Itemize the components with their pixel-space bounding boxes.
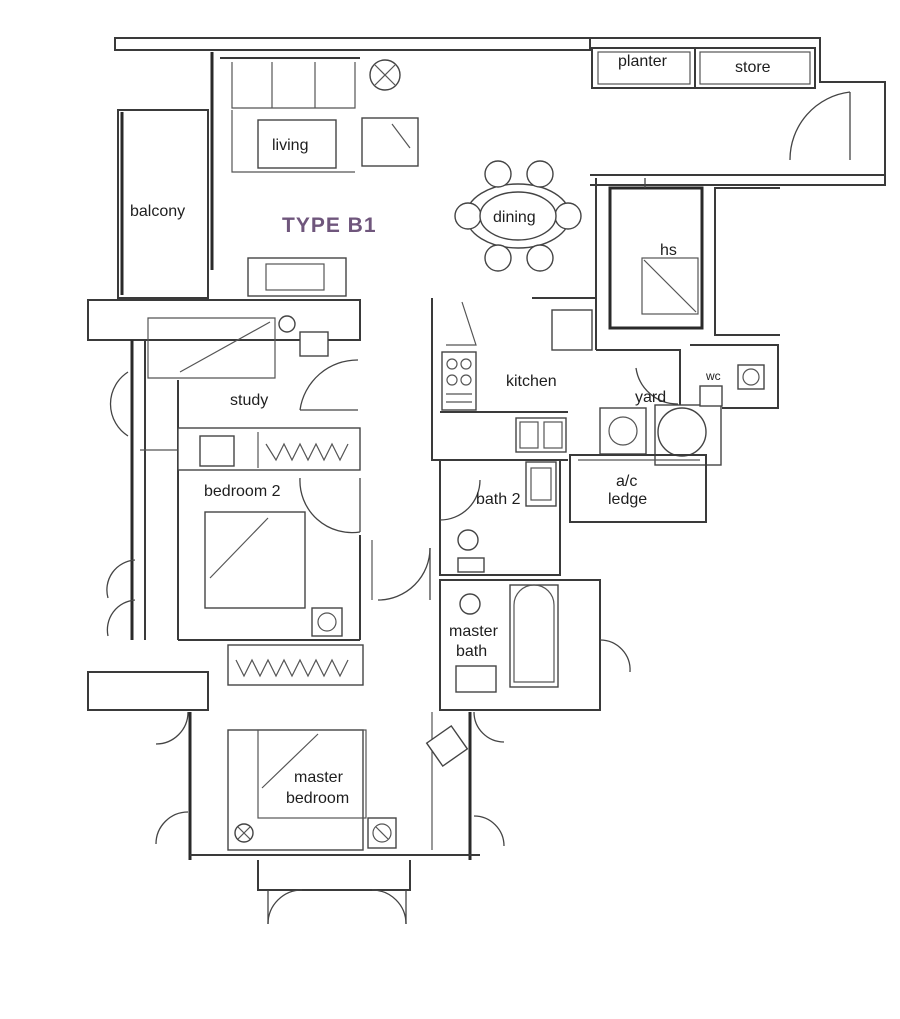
label-master-bath-line1: master	[449, 623, 499, 640]
tv-console	[247, 257, 347, 297]
study-window-door[interactable]	[109, 371, 129, 437]
master-chair	[425, 724, 469, 768]
bedroom2-wardrobe	[177, 427, 361, 471]
label-dining: dining	[493, 209, 536, 226]
label-planter: planter	[618, 53, 668, 70]
planter-area	[597, 51, 691, 85]
label-living: living	[272, 137, 308, 154]
label-hs: hs	[660, 242, 677, 259]
label-study: study	[230, 392, 268, 409]
left-exterior-wall	[130, 340, 179, 640]
living-area-walls	[210, 52, 360, 270]
living-armchair	[361, 117, 419, 167]
label-balcony: balcony	[130, 203, 185, 220]
bedroom2-walls	[178, 535, 373, 641]
master-bedroom-walls	[87, 671, 480, 891]
bedroom2-window-door[interactable]	[106, 559, 136, 637]
study-walls	[87, 299, 361, 379]
store-area	[699, 51, 811, 85]
wc-room	[690, 344, 779, 409]
bath2-room	[439, 460, 561, 576]
master-bedroom-doors[interactable]	[155, 711, 505, 925]
bedroom2-door[interactable]	[299, 477, 361, 534]
living-plant-icon	[369, 59, 401, 91]
master-wardrobe	[227, 644, 364, 686]
kitchen-walls	[431, 297, 597, 461]
label-yard: yard	[635, 389, 666, 406]
label-master-bath-line2: bath	[456, 643, 487, 660]
master-side-lamp-right-icon	[367, 817, 397, 849]
ac-ledge	[569, 454, 707, 523]
label-bath-2: bath 2	[476, 491, 521, 508]
label-master-bedroom-line2: bedroom	[286, 790, 349, 807]
balcony-area	[117, 109, 209, 299]
corridor-door[interactable]	[377, 547, 431, 601]
top-corridor-walls	[114, 37, 886, 186]
label-bedroom-2: bedroom 2	[204, 483, 281, 500]
plan-title: TYPE B1	[282, 214, 377, 237]
hs-shelter	[595, 178, 780, 350]
dining-set	[454, 160, 582, 272]
kitchen-stove-icon	[441, 351, 477, 411]
label-ac-ledge-line2: ledge	[608, 491, 647, 508]
label-wc: wc	[705, 369, 721, 383]
study-door[interactable]	[299, 359, 359, 411]
master-bath-room	[439, 579, 631, 711]
yard-area	[596, 349, 722, 466]
label-kitchen: kitchen	[506, 373, 557, 390]
entrance-door[interactable]	[789, 91, 851, 161]
master-side-lamp-left-icon	[234, 823, 254, 843]
living-sofa	[257, 119, 337, 169]
label-store: store	[735, 59, 771, 76]
bedroom2-side-table-icon	[311, 607, 343, 637]
label-ac-ledge-line1: a/c	[616, 473, 637, 490]
kitchen-sink-icon	[515, 417, 567, 453]
bedroom2-bed	[204, 511, 306, 609]
label-master-bedroom-line1: master	[294, 769, 344, 786]
